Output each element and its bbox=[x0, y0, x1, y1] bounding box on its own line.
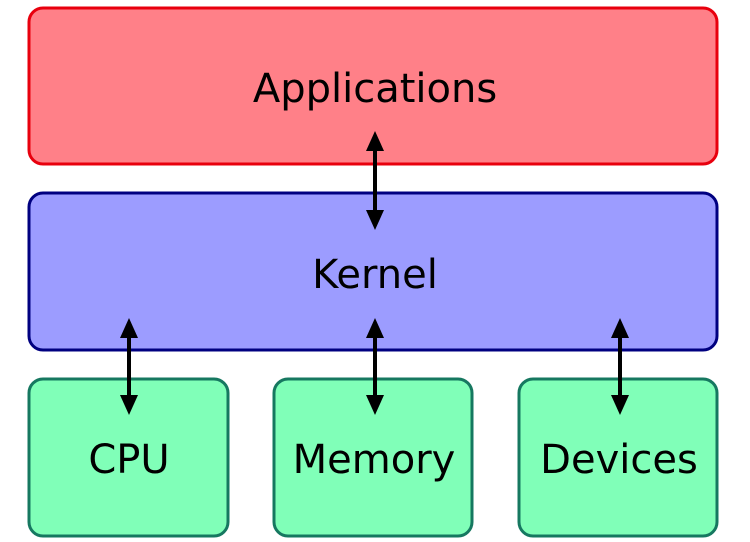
applications-kernel-arrow bbox=[366, 131, 384, 230]
applications-layer: Applications bbox=[27, 6, 719, 166]
devices-component: Devices bbox=[517, 377, 719, 538]
kernel-label: Kernel bbox=[312, 252, 438, 298]
cpu-label: CPU bbox=[88, 437, 169, 483]
kernel-devices-arrow bbox=[611, 318, 629, 415]
kernel-memory-arrow bbox=[366, 318, 384, 415]
arrow-up-icon bbox=[366, 318, 384, 338]
hardware-layer: CPU Memory Devices bbox=[27, 377, 719, 538]
arrow-up-icon bbox=[120, 318, 138, 338]
arrow-up-icon bbox=[611, 318, 629, 338]
applications-label: Applications bbox=[253, 66, 497, 112]
cpu-component: CPU bbox=[27, 377, 230, 538]
kernel-cpu-arrow bbox=[120, 318, 138, 415]
memory-label: Memory bbox=[293, 437, 456, 483]
arrow-up-icon bbox=[366, 131, 384, 151]
devices-label: Devices bbox=[540, 437, 698, 483]
arrow-down-icon bbox=[366, 210, 384, 230]
arrow-down-icon bbox=[120, 395, 138, 415]
arrow-down-icon bbox=[366, 395, 384, 415]
arrow-down-icon bbox=[611, 395, 629, 415]
memory-component: Memory bbox=[272, 377, 474, 538]
